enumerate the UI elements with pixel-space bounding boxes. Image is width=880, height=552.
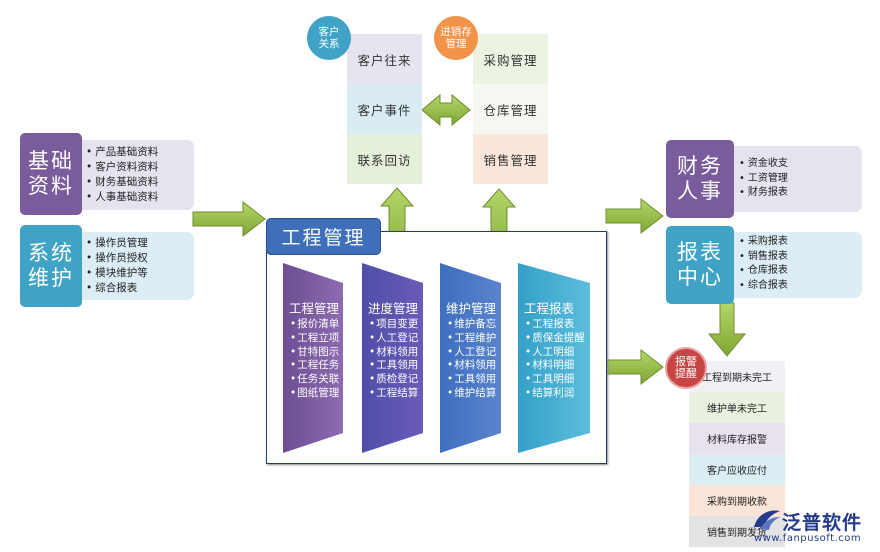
basic-data-list: 产品基础资料 客户资料资料 财务基础资料 人事基础资料: [86, 145, 158, 205]
alarm-item[interactable]: 采购到期收款: [689, 485, 785, 516]
list-item[interactable]: 质检登记: [369, 373, 418, 387]
list-item[interactable]: 人工登记: [369, 332, 418, 346]
finance-title-text: 财务人事: [677, 154, 723, 203]
list-item[interactable]: 维护结算: [447, 387, 496, 401]
inventory-column: 采购管理 仓库管理 销售管理: [473, 34, 548, 184]
list-item[interactable]: 工程维护: [447, 332, 496, 346]
arrow-to-finance: [605, 197, 664, 235]
inventory-bubble-label: 进销存管理: [440, 26, 472, 50]
arrow-to-project: [192, 200, 266, 238]
list-item[interactable]: 模块维护等: [86, 266, 148, 281]
list-item[interactable]: 采购报表: [739, 235, 788, 250]
list-item[interactable]: 操作员管理: [86, 236, 148, 251]
list-item[interactable]: 综合报表: [86, 281, 148, 296]
list-item[interactable]: 人工登记: [447, 346, 496, 360]
reports-list: 采购报表 销售报表 仓库报表 综合报表: [739, 235, 788, 293]
alarm-item[interactable]: 维护单未完工: [689, 392, 785, 423]
list-item[interactable]: 工具明细: [525, 373, 585, 387]
band-list: 维护备忘 工程维护 人工登记 材料领用 工具领用 维护结算: [447, 318, 496, 401]
logo-url[interactable]: www.fanpusoft.com: [754, 533, 862, 544]
list-item[interactable]: 人事基础资料: [86, 190, 158, 205]
crm-bubble-label: 客户关系: [318, 26, 340, 50]
list-item[interactable]: 综合报表: [739, 279, 788, 294]
band-title[interactable]: 进度管理: [368, 301, 419, 316]
list-item[interactable]: 甘特图示: [290, 346, 339, 360]
fanpu-logo-icon: [754, 510, 780, 530]
list-item[interactable]: 产品基础资料: [86, 145, 158, 160]
crm-item[interactable]: 联系回访: [347, 134, 422, 184]
inventory-item[interactable]: 销售管理: [473, 134, 548, 184]
list-item[interactable]: 销售报表: [739, 250, 788, 265]
list-item[interactable]: 工资管理: [739, 172, 788, 187]
list-item[interactable]: 维护备忘: [447, 318, 496, 332]
basic-data-title-text: 基础资料: [28, 149, 74, 198]
crm-item[interactable]: 客户事件: [347, 84, 422, 134]
system-title-text: 系统维护: [28, 241, 74, 290]
list-item[interactable]: 人工明细: [525, 346, 585, 360]
list-item[interactable]: 资金收支: [739, 157, 788, 172]
arrow-to-alarm: [605, 348, 664, 386]
alarm-bubble: 报警提醒: [665, 347, 707, 389]
list-item[interactable]: 工程立项: [290, 332, 339, 346]
list-item[interactable]: 项目变更: [369, 318, 418, 332]
list-item[interactable]: 工程报表: [525, 318, 585, 332]
inventory-item[interactable]: 仓库管理: [473, 84, 548, 134]
list-item[interactable]: 材料领用: [369, 346, 418, 360]
arrow-reports-down: [707, 302, 747, 357]
crm-item[interactable]: 客户往来: [347, 34, 422, 84]
band-title[interactable]: 工程管理: [289, 301, 340, 316]
basic-data-title[interactable]: 基础资料: [20, 133, 82, 215]
alarm-bubble-label: 报警提醒: [675, 355, 697, 380]
list-item[interactable]: 结算利润: [525, 387, 585, 401]
list-item[interactable]: 报价清单: [290, 318, 339, 332]
reports-title-text: 报表中心: [677, 240, 723, 289]
list-item[interactable]: 质保金提醒: [525, 332, 585, 346]
list-item[interactable]: 工程结算: [369, 387, 418, 401]
band-title[interactable]: 维护管理: [446, 301, 497, 316]
inventory-bubble: 进销存管理: [434, 16, 478, 60]
band-title[interactable]: 工程报表: [524, 301, 575, 316]
list-item[interactable]: 工具领用: [369, 359, 418, 373]
list-item[interactable]: 图纸管理: [290, 387, 339, 401]
list-item[interactable]: 操作员授权: [86, 251, 148, 266]
list-item[interactable]: 材料领用: [447, 359, 496, 373]
logo-name: 泛普软件: [782, 512, 863, 534]
reports-title[interactable]: 报表中心: [666, 226, 734, 304]
project-frame-title[interactable]: 工程管理: [266, 218, 381, 255]
list-item[interactable]: 工具领用: [447, 373, 496, 387]
band-list: 报价清单 工程立项 甘特图示 工程任务 任务关联 图纸管理: [290, 318, 339, 401]
list-item[interactable]: 仓库报表: [739, 264, 788, 279]
arrow-crm-inventory: [421, 93, 471, 127]
system-list: 操作员管理 操作员授权 模块维护等 综合报表: [86, 236, 148, 296]
list-item[interactable]: 财务基础资料: [86, 175, 158, 190]
band-list: 工程报表 质保金提醒 人工明细 材料明细 工具明细 结算利润: [525, 318, 585, 401]
list-item[interactable]: 工程任务: [290, 359, 339, 373]
inventory-item[interactable]: 采购管理: [473, 34, 548, 84]
list-item[interactable]: 财务报表: [739, 186, 788, 201]
band-list: 项目变更 人工登记 材料领用 工具领用 质检登记 工程结算: [369, 318, 418, 401]
alarm-item[interactable]: 客户应收应付: [689, 454, 785, 485]
list-item[interactable]: 任务关联: [290, 373, 339, 387]
finance-list: 资金收支 工资管理 财务报表: [739, 157, 788, 201]
list-item[interactable]: 材料明细: [525, 359, 585, 373]
crm-bubble: 客户关系: [307, 16, 351, 60]
finance-title[interactable]: 财务人事: [666, 140, 734, 218]
crm-column: 客户往来 客户事件 联系回访: [347, 34, 422, 184]
alarm-item[interactable]: 材料库存报警: [689, 423, 785, 454]
list-item[interactable]: 客户资料资料: [86, 160, 158, 175]
system-title[interactable]: 系统维护: [20, 225, 82, 307]
